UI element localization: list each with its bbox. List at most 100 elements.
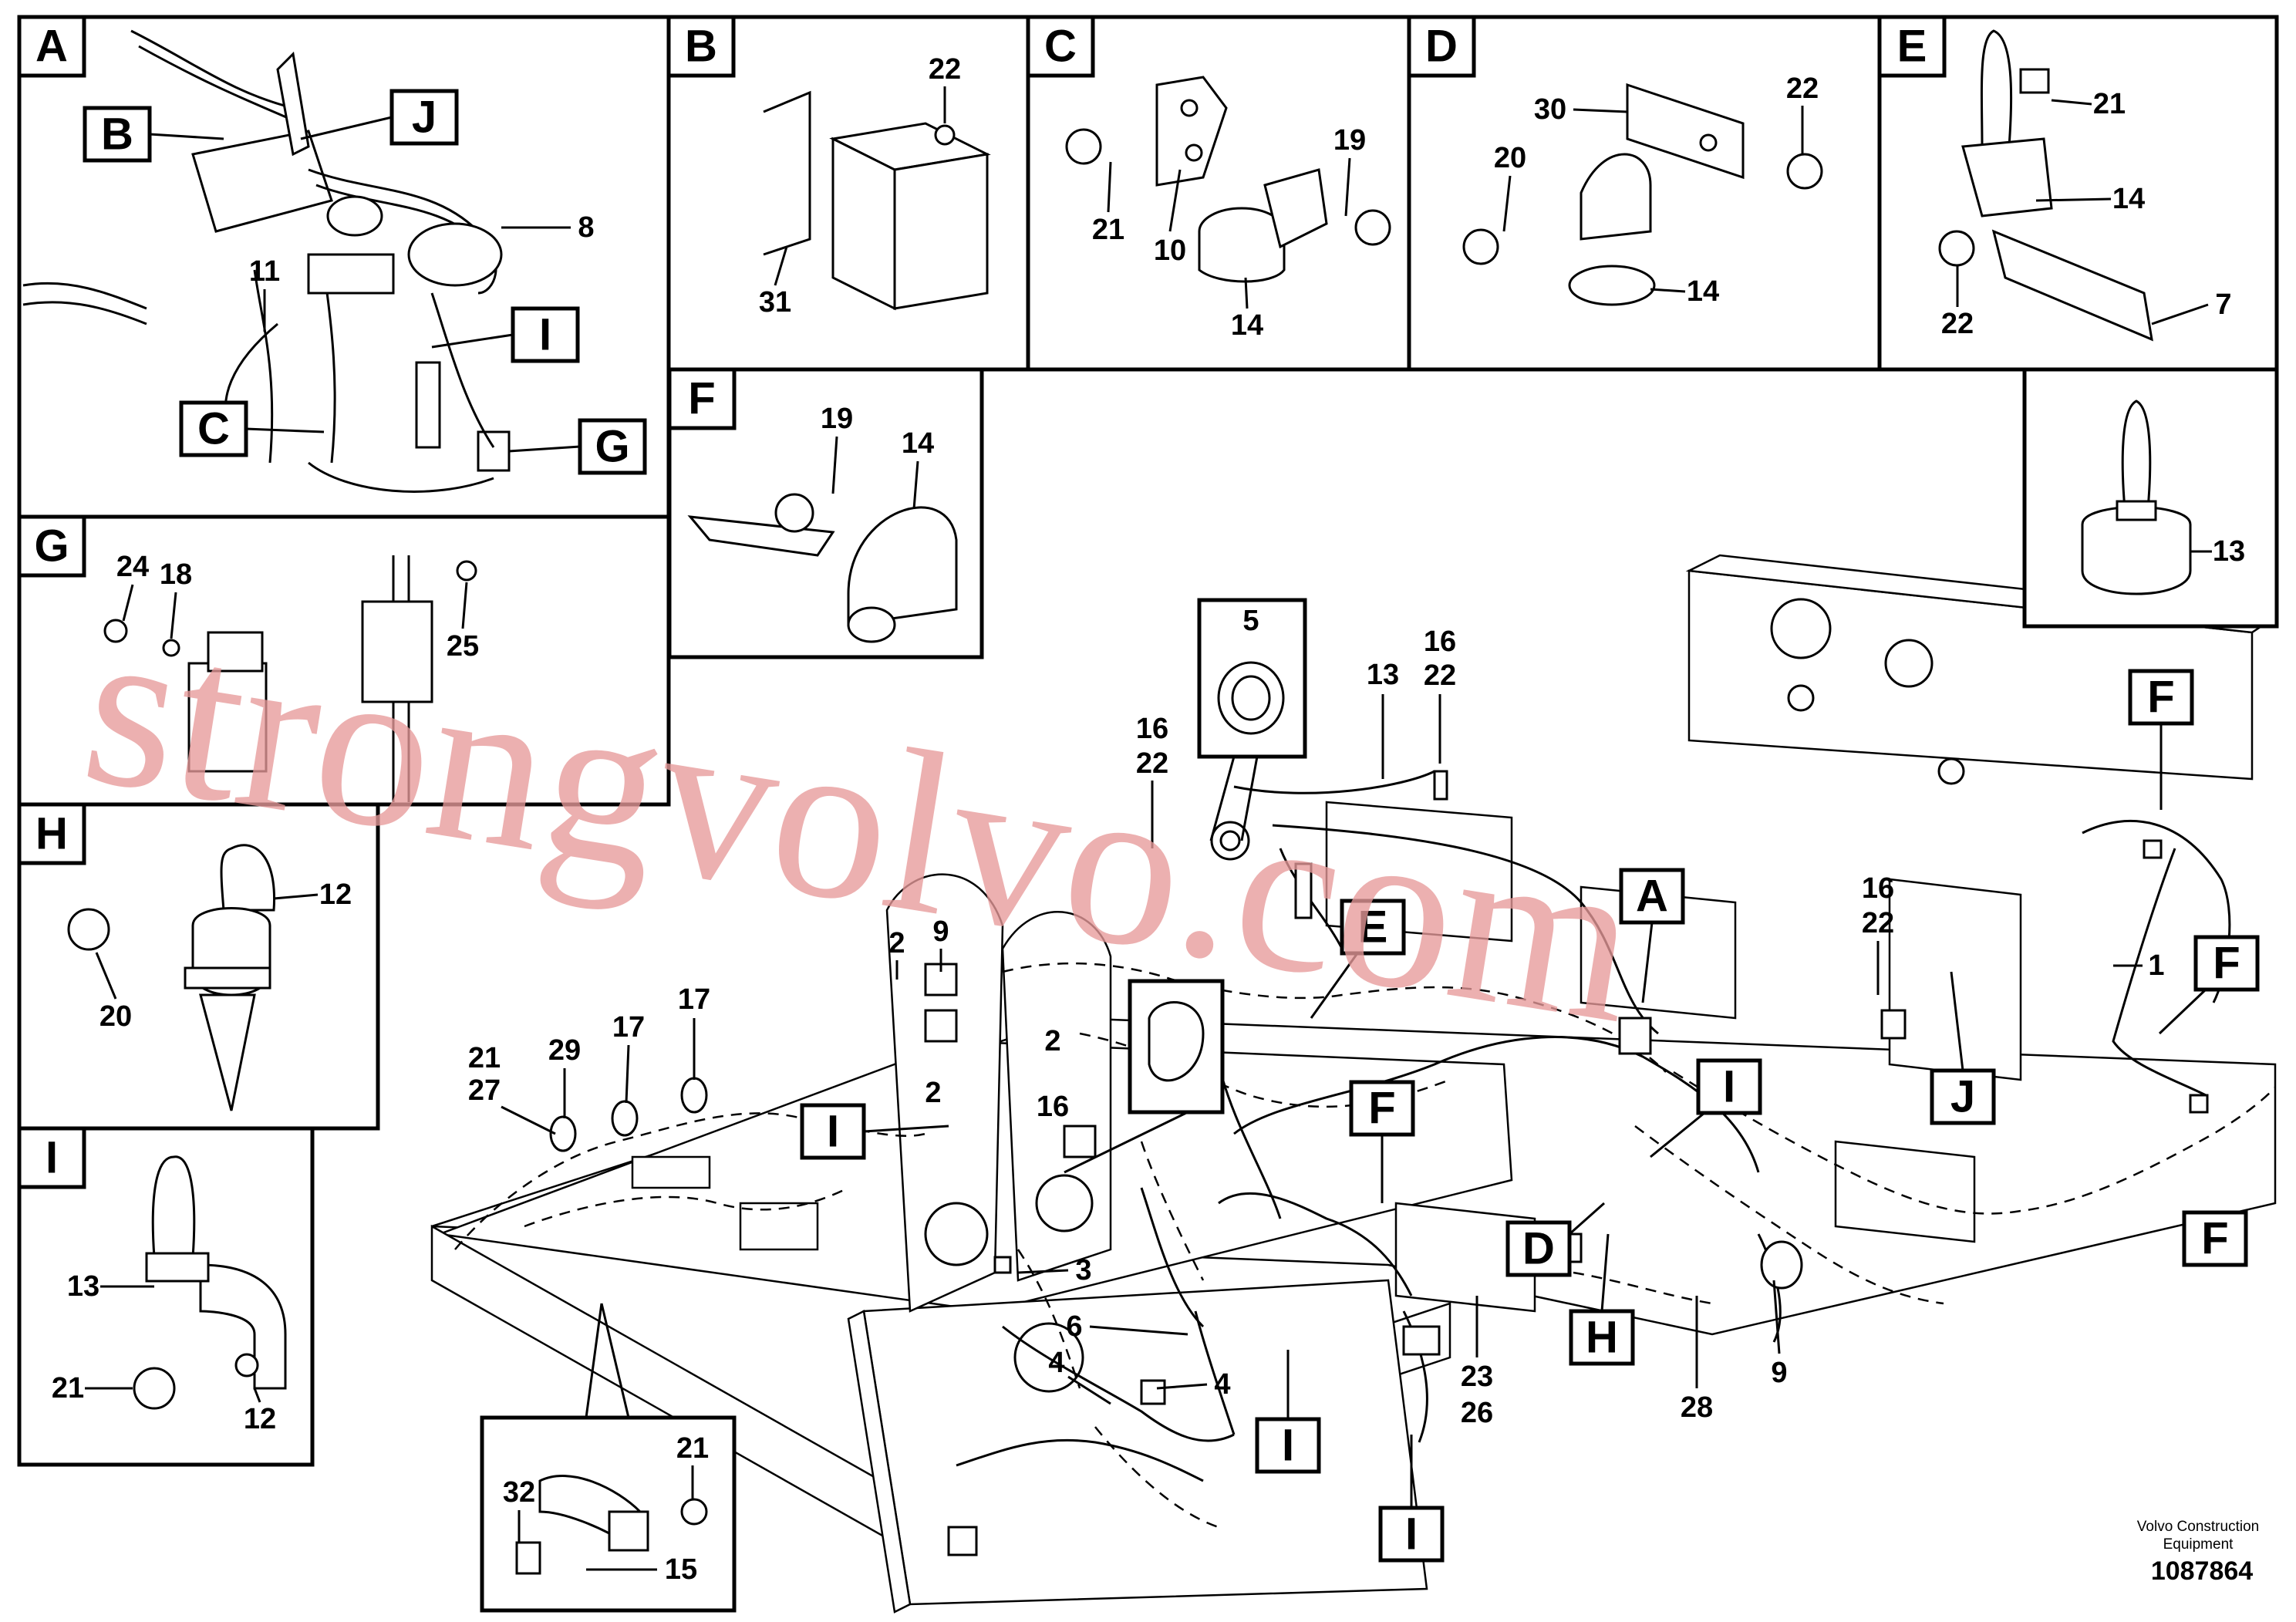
panel-A-tag-B: B xyxy=(83,106,224,163)
callout-27: 27 xyxy=(468,1074,501,1107)
main-tag-D: D xyxy=(1505,1202,1605,1277)
svg-text:14: 14 xyxy=(902,427,934,460)
main-tag-E: E xyxy=(1310,899,1406,1019)
callout-22: 22 xyxy=(1862,907,1894,939)
panel-G: G 24 18 25 xyxy=(17,514,671,807)
callout-16: 16 xyxy=(1424,626,1456,658)
callout-13: 13 xyxy=(1367,659,1399,691)
svg-text:24: 24 xyxy=(116,551,149,583)
svg-text:10: 10 xyxy=(1154,234,1186,267)
panel-E: E 21 14 22 7 xyxy=(1877,15,2279,372)
svg-text:14: 14 xyxy=(1231,309,1263,342)
main-tag-F: F xyxy=(1349,1080,1415,1203)
svg-text:C: C xyxy=(1044,22,1077,72)
svg-text:22: 22 xyxy=(1786,73,1819,105)
panel-A-tag-G: G xyxy=(508,418,647,475)
main-tag-I: I xyxy=(800,1103,949,1160)
svg-text:14: 14 xyxy=(1687,275,1719,308)
svg-text:21: 21 xyxy=(52,1372,84,1404)
callout-29: 29 xyxy=(548,1034,581,1067)
svg-text:G: G xyxy=(595,422,629,472)
callout-16: 16 xyxy=(1136,713,1168,745)
callout-16: 16 xyxy=(1037,1091,1069,1123)
panel-letter: A xyxy=(35,22,68,72)
svg-text:21: 21 xyxy=(1092,214,1124,246)
svg-text:25: 25 xyxy=(447,630,479,663)
callout-16: 16 xyxy=(1862,872,1894,905)
svg-text:A: A xyxy=(1636,872,1668,922)
main-assembly-view xyxy=(430,554,2278,1614)
detail-inset-connector: 21 32 15 xyxy=(480,1303,737,1613)
callout-21: 21 xyxy=(468,1042,501,1074)
svg-text:I: I xyxy=(46,1133,58,1183)
svg-text:22: 22 xyxy=(1941,308,1974,340)
callout-9: 9 xyxy=(1771,1357,1787,1389)
svg-text:F: F xyxy=(2201,1214,2228,1264)
svg-text:30: 30 xyxy=(1534,93,1566,126)
svg-text:21: 21 xyxy=(2093,88,2126,120)
callout-2: 2 xyxy=(1044,1025,1060,1057)
callout-3: 3 xyxy=(1075,1254,1091,1286)
svg-text:13: 13 xyxy=(67,1270,99,1303)
main-callouts: 5 13 16 22 16 22 16 22 1 9 2 2 2 16 21 2… xyxy=(468,598,2260,1613)
svg-text:20: 20 xyxy=(1494,142,1526,174)
svg-text:31: 31 xyxy=(759,286,791,319)
drawing-number: 1087864 xyxy=(2151,1556,2253,1586)
svg-text:18: 18 xyxy=(160,558,192,591)
svg-text:H: H xyxy=(35,809,68,859)
panel-C: C 19 21 10 14 xyxy=(1026,15,1411,372)
main-tag-F: F xyxy=(2182,1210,2248,1267)
svg-text:F: F xyxy=(688,374,715,424)
svg-text:I: I xyxy=(539,310,551,360)
svg-text:I: I xyxy=(827,1107,839,1157)
svg-text:32: 32 xyxy=(503,1476,535,1509)
main-tag-F: F xyxy=(2158,935,2260,1035)
svg-text:12: 12 xyxy=(319,878,352,911)
svg-text:I: I xyxy=(1405,1509,1418,1560)
main-tag-I: I xyxy=(1255,1350,1321,1474)
svg-text:G: G xyxy=(34,521,69,572)
callout-9: 9 xyxy=(932,916,949,948)
callout-4: 4 xyxy=(1214,1368,1230,1401)
callout-22: 22 xyxy=(1136,747,1168,780)
svg-text:F: F xyxy=(2213,939,2240,989)
svg-text:E: E xyxy=(1897,22,1927,72)
svg-text:I: I xyxy=(1723,1062,1735,1112)
svg-text:H: H xyxy=(1586,1313,1618,1363)
svg-text:C: C xyxy=(197,404,230,454)
callout-1: 1 xyxy=(2148,949,2164,982)
panel-H: H 12 20 xyxy=(17,802,380,1131)
svg-text:E: E xyxy=(1358,902,1388,953)
panel-A-tag-J: J xyxy=(300,89,459,146)
callout-22: 22 xyxy=(1424,659,1456,692)
callout-28: 28 xyxy=(1681,1391,1713,1424)
svg-text:15: 15 xyxy=(665,1553,697,1586)
callout-4: 4 xyxy=(1048,1347,1064,1379)
svg-text:11: 11 xyxy=(249,255,280,288)
credit-line-2: Equipment xyxy=(2163,1536,2234,1553)
svg-text:B: B xyxy=(101,110,133,160)
callout-6: 6 xyxy=(1066,1310,1082,1343)
panel-A: A 8 11 B J xyxy=(17,15,671,519)
svg-text:D: D xyxy=(1425,22,1458,72)
svg-text:19: 19 xyxy=(821,403,853,435)
svg-text:I: I xyxy=(1282,1421,1294,1471)
panel-B: B 22 31 xyxy=(666,15,1030,372)
callout-26: 26 xyxy=(1461,1397,1493,1429)
main-tag-I: I xyxy=(1650,1058,1762,1158)
svg-text:J: J xyxy=(412,93,437,143)
svg-text:B: B xyxy=(685,22,717,72)
svg-text:8: 8 xyxy=(578,211,594,244)
panel-I: I 13 21 12 xyxy=(17,1126,315,1467)
callout-17: 17 xyxy=(678,983,710,1016)
panel-D: D 30 22 20 14 xyxy=(1407,15,1882,372)
panel-A-tag-I: I xyxy=(431,306,580,363)
svg-text:14: 14 xyxy=(2112,183,2145,215)
svg-text:13: 13 xyxy=(2213,535,2245,568)
credit-line-1: Volvo Construction xyxy=(2137,1519,2259,1535)
main-tag-A: A xyxy=(1619,868,1685,1003)
callout-2: 2 xyxy=(925,1077,941,1109)
panel-clamp-13: 13 xyxy=(2022,367,2279,629)
callout-5: 5 xyxy=(1242,605,1259,637)
